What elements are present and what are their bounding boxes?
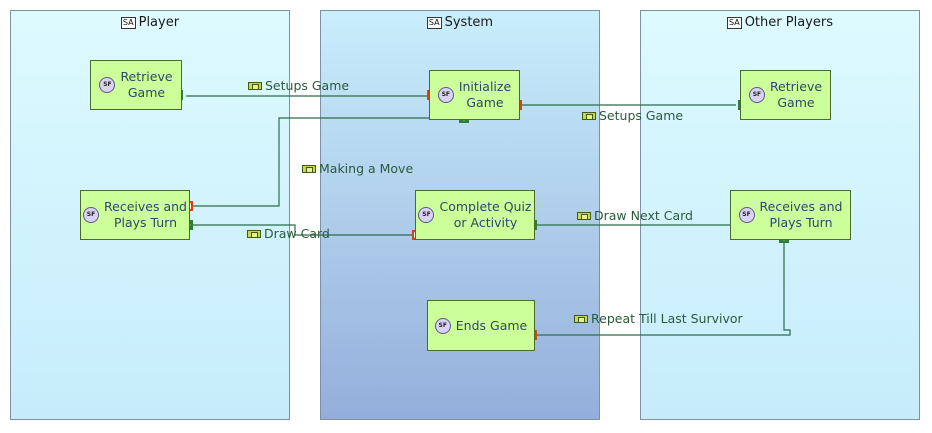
lane-player-title: Player — [138, 15, 180, 30]
system-function-icon: SF — [418, 207, 435, 223]
system-actor-icon: SA — [727, 17, 742, 29]
system-function-icon: SF — [83, 207, 100, 223]
lane-system-title: System — [444, 15, 494, 30]
exchange-label-setups-game-2[interactable]: Setups Game — [582, 108, 683, 123]
system-actor-icon: SA — [120, 17, 136, 29]
system-function-icon: SF — [738, 207, 755, 223]
exchange-label-text: Repeat Till Last Survivor — [591, 311, 743, 326]
exchange-label-setups-game-1[interactable]: Setups Game — [248, 78, 349, 93]
functional-exchange-icon — [248, 81, 262, 90]
wire-repeat — [537, 238, 791, 336]
exchange-label-text: Setups Game — [599, 108, 684, 123]
exchange-label-text: Making a Move — [319, 161, 414, 176]
system-function-icon: SF — [437, 87, 454, 103]
exchange-label-text: Draw Next Card — [594, 208, 693, 223]
functional-exchange-icon — [247, 229, 261, 238]
functional-exchange-icon — [582, 111, 596, 120]
functional-exchange-icon — [302, 164, 316, 173]
function-label: Retrieve Game — [120, 69, 173, 100]
exchange-label-repeat[interactable]: Repeat Till Last Survivor — [574, 311, 743, 326]
function-label: Retrieve Game — [769, 79, 823, 110]
exchange-label-making-move[interactable]: Making a Move — [302, 161, 413, 176]
lane-others-title: Other Players — [744, 15, 833, 30]
function-label: Initialize Game — [458, 79, 512, 110]
function-label: Complete Quiz or Activity — [439, 199, 532, 230]
function-label: Ends Game — [455, 317, 528, 333]
exchange-label-text: Setups Game — [265, 78, 350, 93]
function-label: Receives and Plays Turn — [759, 199, 843, 230]
system-function-icon: SF — [748, 87, 765, 103]
functional-exchange-icon — [577, 211, 591, 220]
system-icon: SA — [426, 17, 442, 29]
system-function-icon: SF — [434, 317, 451, 334]
wire-draw-card — [193, 224, 412, 236]
functional-exchange-icon — [574, 314, 588, 323]
exchange-label-text: Draw Card — [264, 226, 330, 241]
exchange-label-draw-card[interactable]: Draw Card — [247, 226, 330, 241]
exchange-label-draw-next-card[interactable]: Draw Next Card — [577, 208, 693, 223]
system-function-icon: SF — [99, 77, 116, 93]
function-label: Receives and Plays Turn — [104, 199, 187, 230]
